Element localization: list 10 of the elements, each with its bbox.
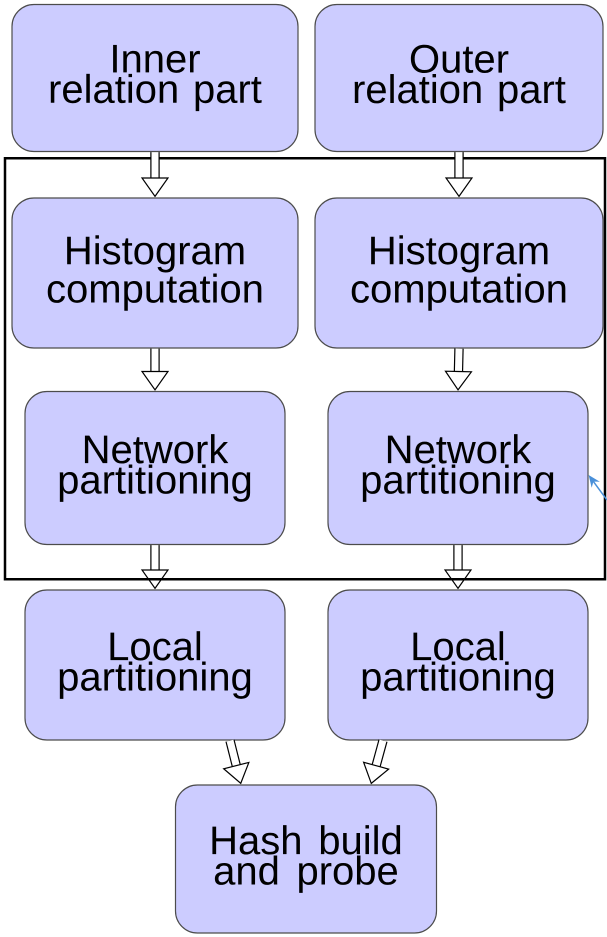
process-box: Network partitioning <box>24 390 286 546</box>
process-box: Local partitioning <box>24 589 286 741</box>
group-frame <box>4 157 606 581</box>
process-box: Histogram computation <box>314 197 604 349</box>
process-box: Inner relation part <box>11 4 299 152</box>
process-box: Hash build and probe <box>174 784 438 934</box>
process-box: Local partitioning <box>327 589 589 741</box>
process-box: Network partitioning <box>327 390 589 546</box>
process-box: Outer relation part <box>314 4 604 152</box>
process-box: Histogram computation <box>11 197 299 349</box>
